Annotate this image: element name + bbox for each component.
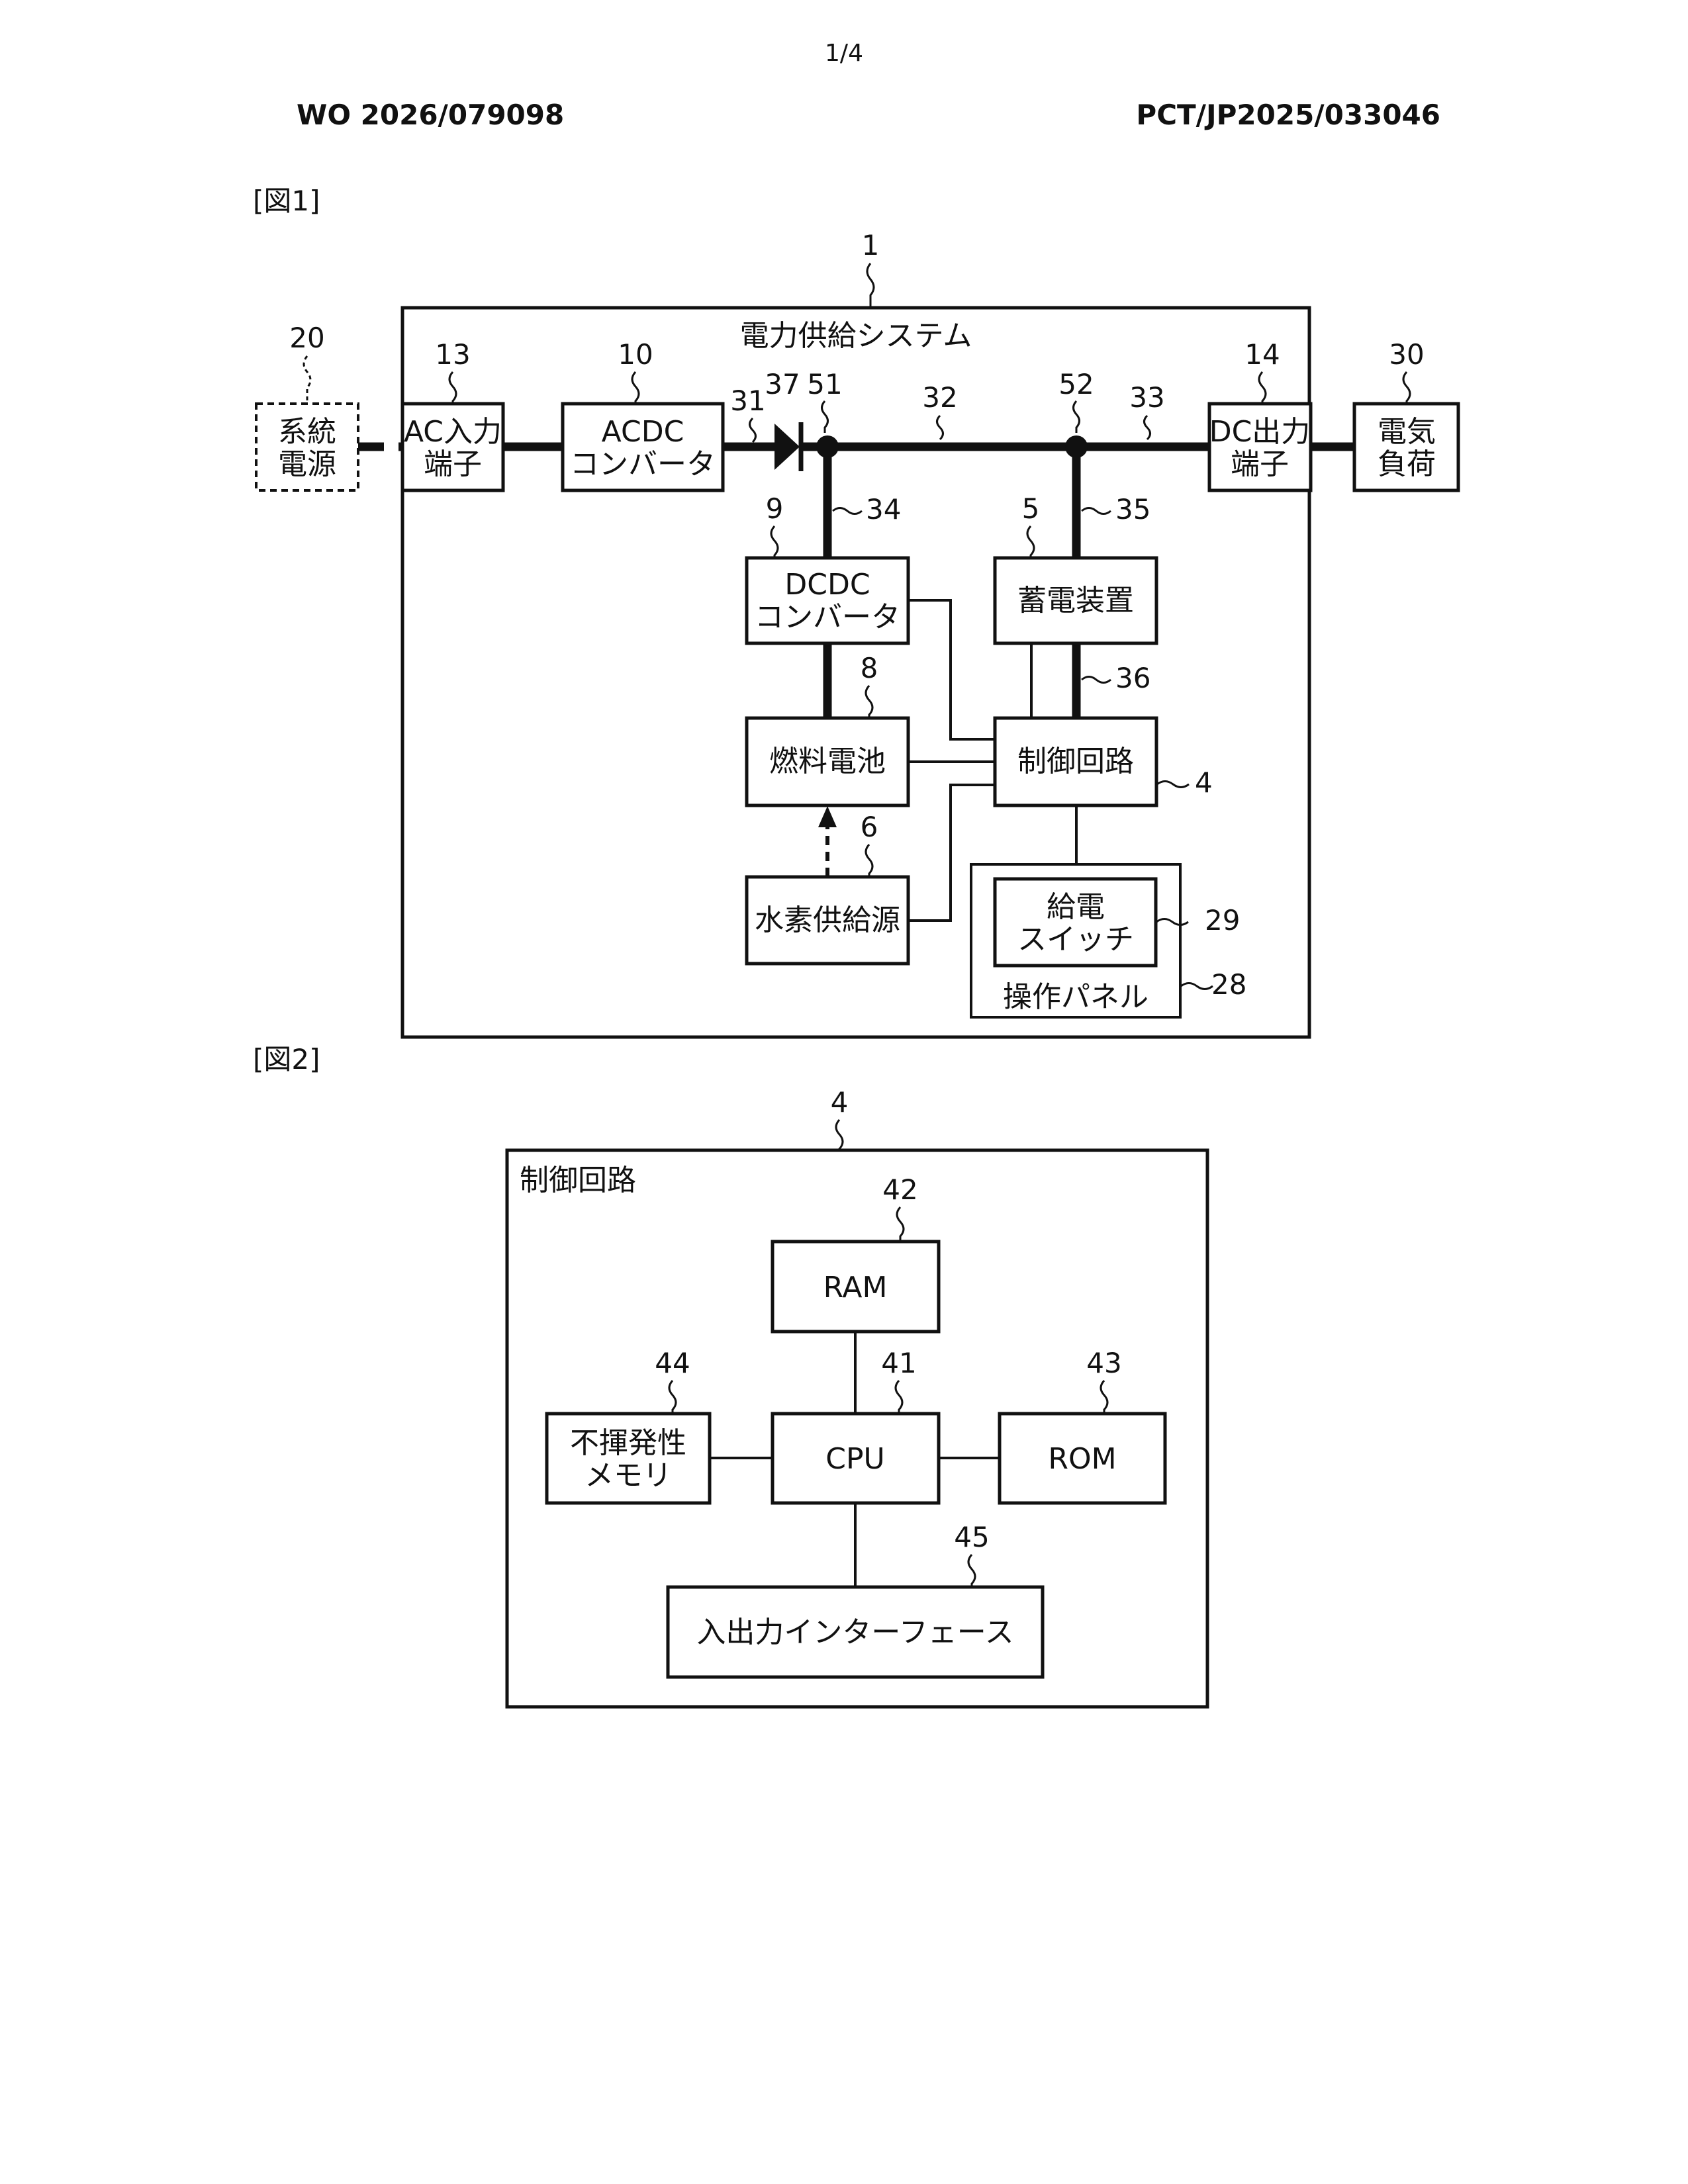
- application-number: PCT/JP2025/033046: [1136, 99, 1440, 131]
- leader-44: [669, 1381, 676, 1414]
- hydrogen-supply-source-label: 水素供給源: [755, 903, 900, 937]
- fuel-cell-label: 燃料電池: [769, 745, 886, 778]
- leader-31: [750, 418, 756, 442]
- grid-power-label-line2: 電源: [278, 447, 336, 481]
- ac-input-label-line2: 端子: [424, 447, 482, 481]
- control-circuit-label: 制御回路: [1017, 745, 1134, 778]
- control-circuit-container-title: 制御回路: [520, 1163, 636, 1197]
- ref-1: 1: [862, 229, 880, 261]
- io-interface-label: 入出力インターフェース: [696, 1615, 1013, 1649]
- ref-9: 9: [766, 492, 784, 525]
- ref-33: 33: [1129, 381, 1164, 414]
- ref-43: 43: [1086, 1347, 1121, 1379]
- leader-34: [833, 508, 862, 514]
- leader-42: [897, 1207, 904, 1242]
- leader-52: [1074, 401, 1080, 433]
- leader-1: [867, 263, 874, 308]
- publication-number: WO 2026/079098: [297, 99, 564, 131]
- ref-8: 8: [861, 652, 878, 684]
- line-hydrogen-control-signal: [908, 785, 995, 921]
- ref-29: 29: [1205, 904, 1240, 936]
- figure-2-caption: [図2]: [253, 1043, 320, 1075]
- leader-43: [1101, 1381, 1107, 1414]
- leader-29: [1156, 919, 1188, 925]
- ref-32: 32: [922, 381, 957, 414]
- ref-13: 13: [435, 338, 470, 371]
- cpu-label: CPU: [825, 1442, 884, 1476]
- leader-13: [449, 372, 456, 404]
- ref-52: 52: [1058, 368, 1094, 400]
- ref-6: 6: [861, 811, 878, 843]
- leader-32: [937, 416, 943, 439]
- leader-14: [1259, 372, 1266, 404]
- storage-device-label: 蓄電装置: [1017, 584, 1134, 617]
- ref-4: 4: [1195, 766, 1213, 799]
- dcdc-label-line2: コンバータ: [755, 600, 900, 634]
- leader-5: [1027, 526, 1034, 558]
- ref-41: 41: [881, 1347, 916, 1379]
- dcdc-label-line1: DCDC: [784, 568, 870, 602]
- leader-30: [1403, 372, 1410, 404]
- leader-33: [1145, 416, 1150, 439]
- dc-output-label-line2: 端子: [1231, 447, 1289, 481]
- ref-fig2-4: 4: [831, 1086, 849, 1118]
- ram-label: RAM: [823, 1271, 888, 1304]
- figure-2: [図2] 制御回路 4 RAM 42 CPU 41 ROM 43 不揮発性 メモ…: [253, 1043, 1207, 1707]
- dc-output-label-line1: DC出力: [1209, 415, 1311, 449]
- ref-28: 28: [1211, 968, 1246, 1001]
- power-switch-label-line2: スイッチ: [1017, 923, 1134, 956]
- leader-41: [896, 1381, 902, 1414]
- leader-9: [771, 526, 778, 558]
- page-number: 1/4: [825, 40, 863, 67]
- line-dcdc-control-signal: [908, 600, 995, 739]
- leader-35: [1082, 508, 1111, 514]
- ref-5: 5: [1022, 492, 1040, 525]
- rom-label: ROM: [1048, 1442, 1116, 1476]
- nonvolatile-memory-label-line2: メモリ: [585, 1459, 672, 1492]
- power-supply-system-title: 電力供給システム: [740, 319, 972, 353]
- power-switch-label-line1: 給電: [1047, 890, 1105, 924]
- leader-6: [866, 844, 872, 877]
- ref-36: 36: [1115, 662, 1150, 694]
- diode-symbol: [774, 424, 800, 470]
- leader-4: [1157, 782, 1189, 788]
- ref-10: 10: [618, 338, 653, 371]
- leader-8: [866, 686, 872, 718]
- ref-34: 34: [866, 493, 901, 525]
- ref-51: 51: [807, 368, 842, 400]
- electric-load-label-line1: 電気: [1378, 415, 1436, 449]
- leader-28: [1181, 983, 1213, 989]
- operation-panel-label: 操作パネル: [1003, 980, 1149, 1014]
- ref-42: 42: [882, 1173, 917, 1206]
- ref-20: 20: [289, 322, 324, 354]
- leader-51: [822, 401, 828, 433]
- figure-1-caption: [図1]: [253, 185, 320, 217]
- acdc-label-line1: ACDC: [602, 415, 684, 449]
- leader-45: [968, 1555, 975, 1587]
- electric-load-label-line2: 負荷: [1378, 447, 1436, 481]
- grid-power-label-line1: 系統: [278, 415, 336, 449]
- hydrogen-supply-arrowhead: [818, 806, 837, 827]
- nonvolatile-memory-label-line1: 不揮発性: [570, 1426, 686, 1460]
- ref-14: 14: [1244, 338, 1280, 371]
- acdc-label-line2: コンバータ: [570, 447, 716, 481]
- ac-input-label-line1: AC入力: [404, 415, 502, 449]
- ref-44: 44: [655, 1347, 690, 1379]
- leader-36: [1082, 677, 1111, 683]
- leader-fig2-4: [836, 1120, 843, 1150]
- ref-35: 35: [1115, 493, 1150, 525]
- ref-31: 31: [730, 385, 765, 417]
- leader-20: [304, 356, 310, 402]
- ref-37: 37: [765, 368, 800, 400]
- leader-10: [632, 372, 639, 404]
- ref-30: 30: [1389, 338, 1424, 371]
- figure-1: [図1] 電力供給システム 1 系統 電源: [253, 185, 1458, 1037]
- ref-45: 45: [954, 1521, 989, 1553]
